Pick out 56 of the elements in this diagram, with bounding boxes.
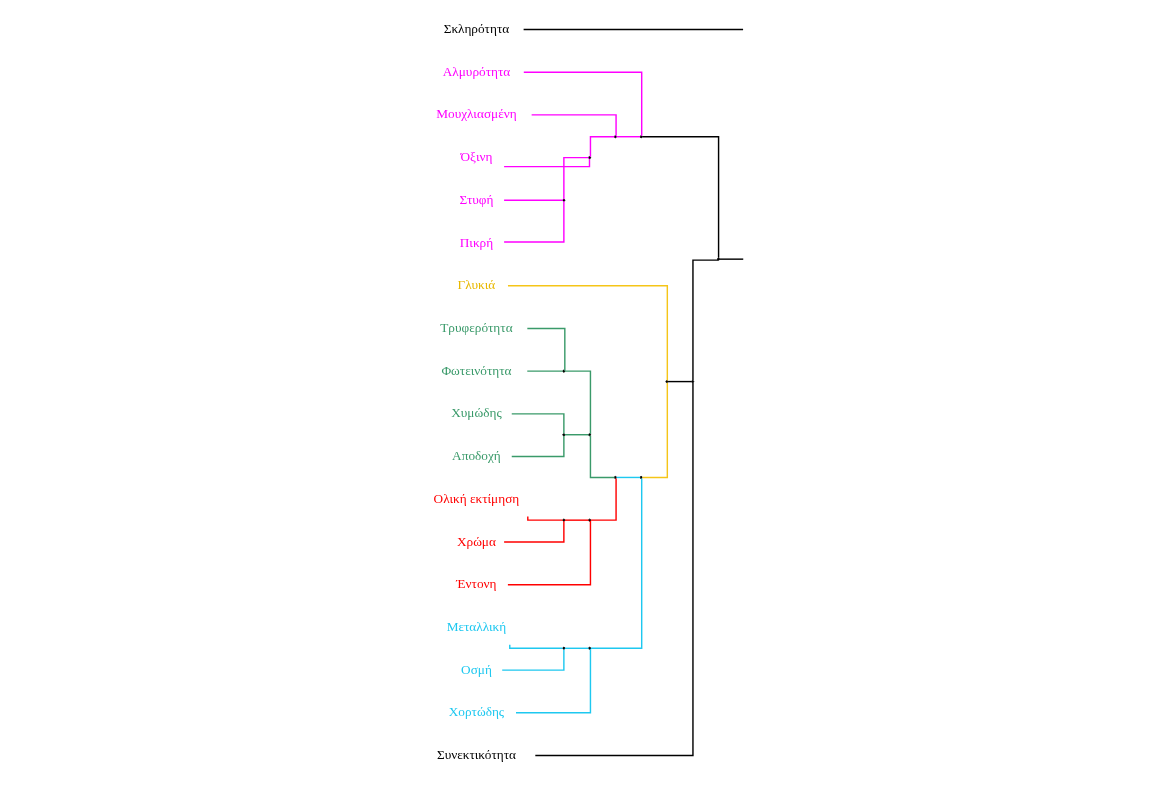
connector bbox=[511, 435, 565, 458]
connector bbox=[515, 648, 592, 714]
node-point bbox=[639, 135, 643, 139]
connector bbox=[511, 413, 565, 435]
node-text: Χορτώδης bbox=[448, 704, 505, 720]
node-point bbox=[588, 433, 592, 437]
node-text: Ολική εκτίμηση bbox=[433, 490, 520, 506]
node-point bbox=[562, 646, 566, 650]
connector bbox=[641, 136, 720, 259]
node-point bbox=[588, 156, 592, 160]
node-point bbox=[613, 475, 617, 479]
node-text: Σκληρότητα bbox=[443, 20, 510, 36]
connector bbox=[692, 259, 719, 381]
node-point bbox=[588, 646, 592, 650]
node-text: Πικρή bbox=[459, 234, 494, 250]
node-text: Γλυκιά bbox=[457, 277, 496, 293]
connector bbox=[589, 136, 616, 158]
connector bbox=[718, 258, 744, 260]
node-point bbox=[562, 518, 566, 522]
node-text: Αποδοχή bbox=[452, 448, 501, 464]
connector bbox=[522, 28, 744, 31]
node-point bbox=[717, 257, 720, 261]
node-point bbox=[613, 135, 617, 139]
connector bbox=[523, 71, 643, 137]
node-text: Τρυφερότητα bbox=[440, 319, 513, 335]
connector bbox=[615, 476, 641, 479]
node-point bbox=[588, 518, 592, 522]
connector bbox=[509, 643, 564, 649]
connector bbox=[503, 158, 591, 168]
node-text: Μεταλλική bbox=[446, 618, 507, 634]
node-point bbox=[562, 433, 566, 437]
node-text: Χυμώδης bbox=[451, 405, 502, 421]
connector bbox=[564, 647, 590, 649]
connector bbox=[589, 434, 616, 479]
node-text: Μουχλιασμένη bbox=[436, 106, 517, 122]
node-text: Αλμυρότητα bbox=[442, 63, 511, 79]
connector bbox=[615, 136, 641, 138]
connector bbox=[530, 114, 617, 137]
connector bbox=[501, 648, 565, 671]
node-text: Στυφή bbox=[459, 191, 494, 207]
node-text: Όξινη bbox=[460, 149, 493, 165]
node-text: Οσμή bbox=[461, 661, 492, 677]
connector bbox=[641, 381, 669, 479]
connector bbox=[667, 380, 693, 383]
connector bbox=[564, 434, 590, 436]
connector bbox=[534, 381, 694, 757]
node-point bbox=[562, 198, 566, 202]
node-point bbox=[639, 475, 643, 479]
node-point bbox=[562, 369, 566, 373]
node-text: Έντονη bbox=[456, 576, 497, 592]
node-point bbox=[665, 380, 669, 384]
node-text: Χρώμα bbox=[456, 533, 496, 549]
node-point bbox=[691, 380, 695, 384]
node-text: Φωτεινότητα bbox=[441, 362, 512, 378]
connector bbox=[507, 285, 669, 382]
node-text: Συνεκτικότητα bbox=[436, 747, 516, 763]
